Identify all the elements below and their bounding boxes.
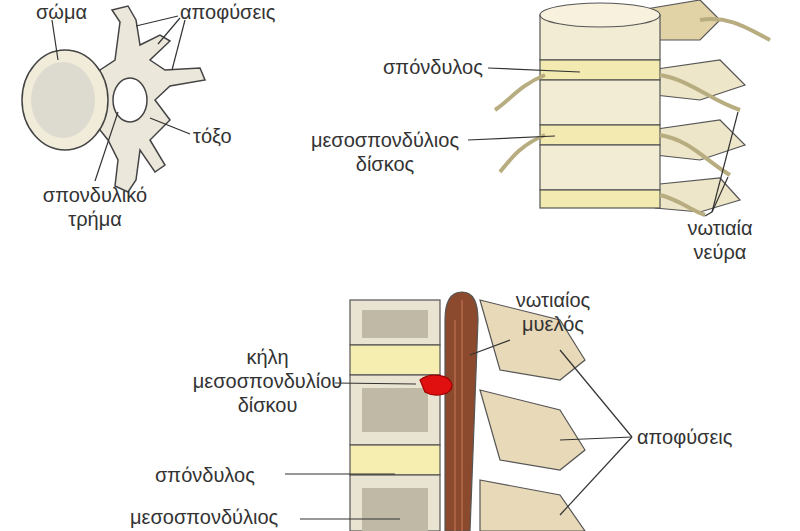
part-label: κήλη μεσοσπονδυλίου δίσκου [180, 345, 355, 417]
part-label: αποφύσεις [637, 425, 747, 449]
part-label: σπονδυλικό τρήμα [25, 183, 165, 231]
part-label: αποφύσεις [180, 0, 290, 24]
leader-lines [285, 340, 632, 519]
part-label: τόξο [193, 124, 253, 148]
part-label: σώμα [36, 0, 106, 24]
spinal-nerves [495, 19, 770, 215]
part-label: σπόνδυλος [155, 463, 280, 487]
vertebral-column [540, 0, 745, 212]
part-label: σπόνδυλος [383, 55, 493, 79]
leader-lines [52, 16, 190, 181]
part-label: μεσοσπονδύλιος δίσκος [305, 128, 465, 176]
part-label: νωτιαίος μυελός [483, 288, 623, 336]
leader-lines [468, 68, 738, 216]
part-label: μεσοσπονδύλιος [130, 505, 295, 529]
part-label: νωτιαία νεύρα [665, 216, 775, 264]
vertebra-top-view [22, 6, 205, 192]
